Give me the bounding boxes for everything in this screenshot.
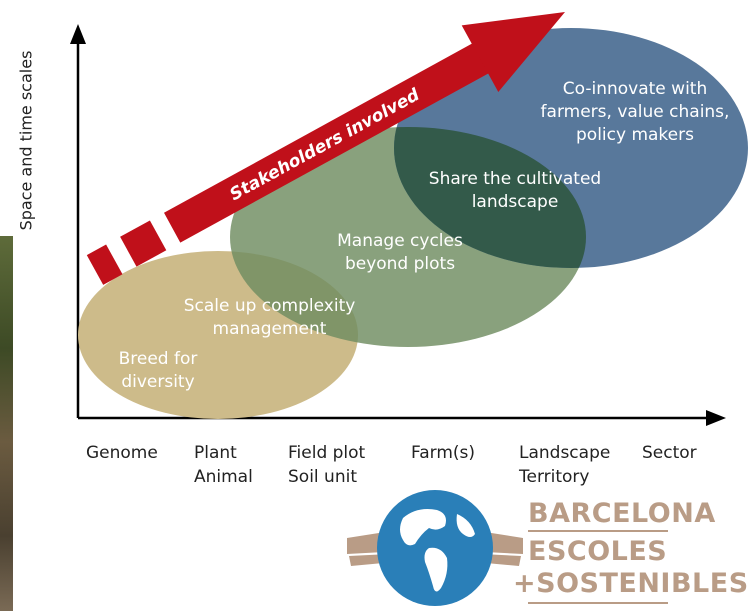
- stage-label-line: beyond plots: [344, 254, 456, 274]
- logo-divider: [528, 602, 668, 604]
- stage-label-line: diversity: [121, 372, 195, 392]
- x-tick-line: Plant: [194, 443, 237, 463]
- x-tick-line: Genome: [86, 443, 158, 463]
- x-tick-line: Sector: [642, 443, 697, 463]
- arrow-tail-stripe: [86, 244, 123, 285]
- x-tick-farms: Farm(s): [411, 441, 475, 465]
- x-tick-line: Field plot: [288, 443, 366, 463]
- stage-label-manage-cycles: Manage cycles beyond plots: [320, 230, 480, 276]
- stage-label-co-innovate: Co-innovate with farmers, value chains, …: [530, 78, 740, 147]
- continent-east: [456, 514, 475, 537]
- arrow-body: [164, 42, 490, 243]
- y-axis-label: Space and time scales: [16, 50, 36, 230]
- logo-line-escoles: ESCOLES: [528, 536, 668, 567]
- stage-label-line: Co-innovate with: [562, 79, 708, 99]
- background-photo-strip: [0, 236, 13, 611]
- arrow-tail-stripe: [120, 220, 167, 267]
- stage-label-line: management: [212, 319, 327, 339]
- y-axis-label-box: Space and time scales: [0, 40, 52, 240]
- x-tick-field-plot: Field plot Soil unit: [288, 441, 365, 489]
- logo-divider: [528, 530, 668, 532]
- continent-south: [424, 547, 448, 592]
- x-tick-line: Landscape: [519, 443, 611, 463]
- globe-with-hands-icon: [347, 490, 523, 606]
- x-tick-line: Territory: [519, 467, 590, 487]
- stage-label-line: Manage cycles: [337, 231, 463, 251]
- x-tick-line: Farm(s): [411, 443, 476, 463]
- stage-label-share-landscape: Share the cultivated landscape: [415, 168, 615, 214]
- y-axis-arrowhead: [70, 24, 86, 44]
- logo-line-sostenibles: +SOSTENIBLES: [513, 568, 748, 599]
- stage-label-line: landscape: [471, 192, 559, 212]
- x-tick-sector: Sector: [642, 441, 697, 465]
- x-tick-plant-animal: Plant Animal: [194, 441, 253, 489]
- stage-label-scale-up: Scale up complexity management: [172, 295, 367, 341]
- x-tick-line: Soil unit: [288, 467, 357, 487]
- continent-north: [400, 509, 446, 546]
- stage-label-line: Scale up complexity: [183, 296, 356, 316]
- x-tick-line: Animal: [194, 467, 253, 487]
- stage-label-line: policy makers: [576, 125, 694, 145]
- stage-label-line: farmers, value chains,: [540, 102, 730, 122]
- stage-label-line: Share the cultivated: [428, 169, 602, 189]
- stage-label-line: Breed for: [118, 349, 198, 369]
- arrow-head: [461, 12, 565, 92]
- logo-line-barcelona: BARCELONA: [528, 498, 716, 529]
- barcelona-escoles-sostenibles-logo: BARCELONA ESCOLES +SOSTENIBLES: [345, 488, 748, 611]
- x-tick-landscape: Landscape Territory: [519, 441, 610, 489]
- x-tick-genome: Genome: [86, 441, 158, 465]
- stage-label-breed: Breed for diversity: [108, 348, 208, 394]
- x-axis-arrowhead: [706, 410, 726, 426]
